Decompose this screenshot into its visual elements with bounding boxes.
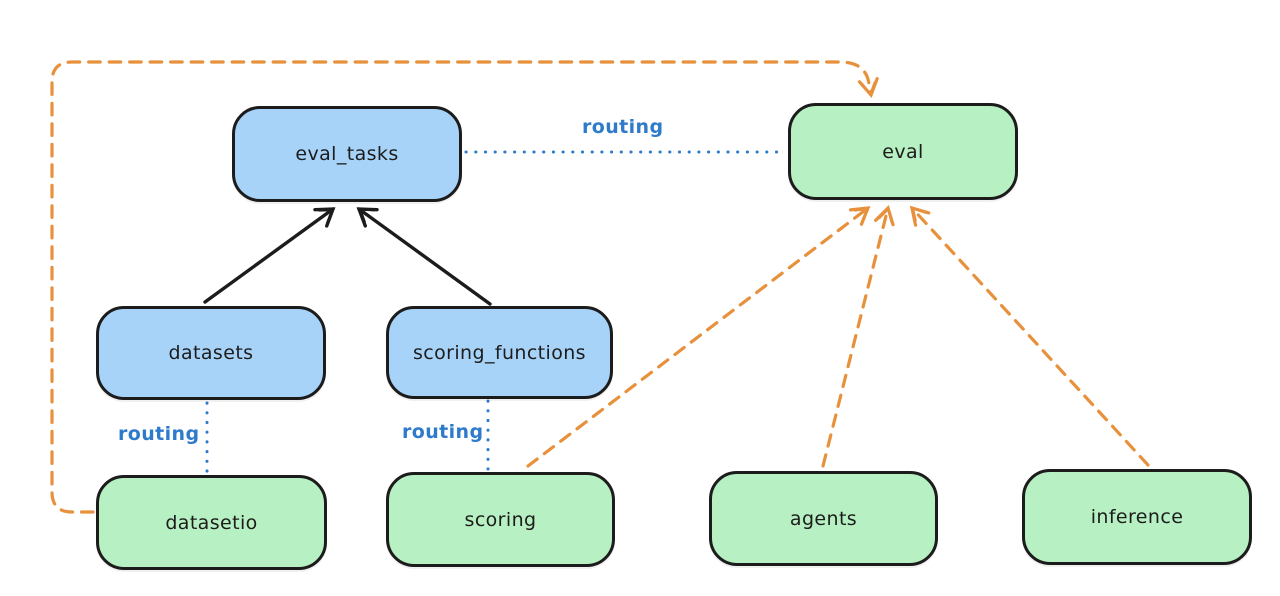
- edge-datasetio-to-eval: [50, 60, 879, 514]
- edge-label-routing-eval: routing: [582, 116, 664, 138]
- node-inference-label: inference: [1090, 506, 1184, 528]
- node-datasetio: datasetio: [96, 475, 327, 570]
- node-eval-tasks: eval_tasks: [232, 106, 462, 202]
- edge-datasets-to-eval-tasks: [203, 207, 336, 304]
- node-datasetio-label: datasetio: [165, 511, 258, 534]
- edge-agents-to-eval: [821, 204, 895, 468]
- node-scoring: scoring: [386, 472, 615, 567]
- node-scoring-label: scoring: [464, 508, 537, 531]
- node-agents: agents: [709, 471, 938, 566]
- node-datasets-label: datasets: [168, 342, 254, 364]
- node-scoring-functions: scoring_functions: [386, 306, 613, 399]
- node-eval-tasks-label: eval_tasks: [295, 143, 399, 165]
- node-scoring-functions-label: scoring_functions: [413, 341, 586, 364]
- node-eval-label: eval: [882, 140, 924, 163]
- edge-scoring-functions-to-eval-tasks: [356, 207, 492, 306]
- edge-label-routing-scoring: routing: [402, 421, 484, 443]
- node-agents-label: agents: [789, 507, 858, 530]
- node-datasets: datasets: [96, 306, 326, 400]
- node-eval: eval: [788, 103, 1018, 200]
- edge-label-routing-datasetio: routing: [118, 423, 200, 445]
- edge-inference-to-eval: [909, 205, 1150, 467]
- node-inference: inference: [1022, 469, 1252, 565]
- edge-scoring-to-eval: [526, 206, 871, 468]
